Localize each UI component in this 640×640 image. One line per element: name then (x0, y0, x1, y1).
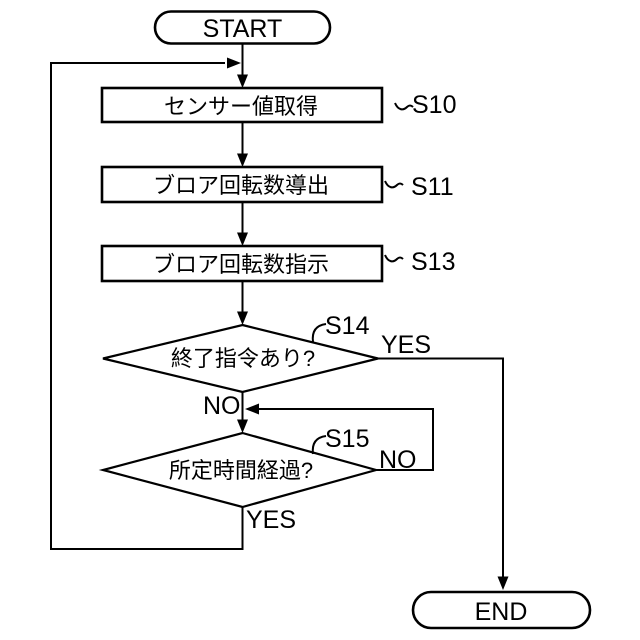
arrowhead-s11-to-s13-icon (237, 232, 248, 246)
end-label: END (475, 598, 528, 626)
ref-squiggle-s10-icon (394, 102, 414, 111)
arrowhead-start-to-s10-icon (237, 74, 248, 88)
decision-label-s15: 所定時間経過? (169, 458, 313, 483)
decision-diamond-s14 (102, 323, 379, 394)
process-label-s13: ブロア回転数指示 (153, 252, 329, 277)
process-box-s13 (100, 244, 384, 283)
arrowhead-s15-no-loop-icon (245, 403, 259, 415)
decision-label-s14: 終了指令あり? (171, 346, 315, 371)
step-ref-s14: S14 (325, 312, 370, 340)
line-s14-yes-to-end (378, 357, 504, 583)
process-label-s11: ブロア回転数導出 (153, 173, 329, 198)
arrowhead-loop-return-icon (227, 57, 241, 69)
arrowhead-s13-to-s14-icon (237, 311, 248, 325)
end-terminal (411, 590, 592, 630)
process-box-s10 (100, 86, 384, 124)
ref-squiggle-s13-icon (384, 254, 404, 263)
step-ref-s11: S11 (411, 173, 454, 201)
line-s15-no-loop (251, 408, 434, 471)
decision-diamond-s15 (98, 431, 381, 509)
branch-label-yes-s15: YES (246, 506, 296, 534)
process-box-s11 (100, 165, 384, 204)
process-label-s10: センサー値取得 (164, 94, 318, 119)
start-label: START (203, 15, 283, 43)
ref-leader-s14-icon (311, 323, 327, 343)
branch-label-yes-s14: YES (381, 331, 431, 359)
branch-label-no-s15: NO (379, 446, 417, 474)
line-s15-yes-loop (50, 62, 244, 550)
arrowhead-to-end-icon (497, 576, 509, 590)
arrowhead-s14-no-to-s15-icon (237, 419, 248, 433)
step-ref-s15: S15 (325, 425, 369, 453)
step-ref-s10: S10 (412, 91, 456, 119)
ref-leader-s15-icon (311, 435, 327, 455)
branch-label-no-s14: NO (203, 392, 241, 420)
start-terminal (153, 10, 332, 45)
step-ref-s13: S13 (411, 248, 455, 276)
ref-squiggle-s11-icon (384, 180, 404, 189)
arrowhead-s10-to-s11-icon (237, 153, 248, 167)
